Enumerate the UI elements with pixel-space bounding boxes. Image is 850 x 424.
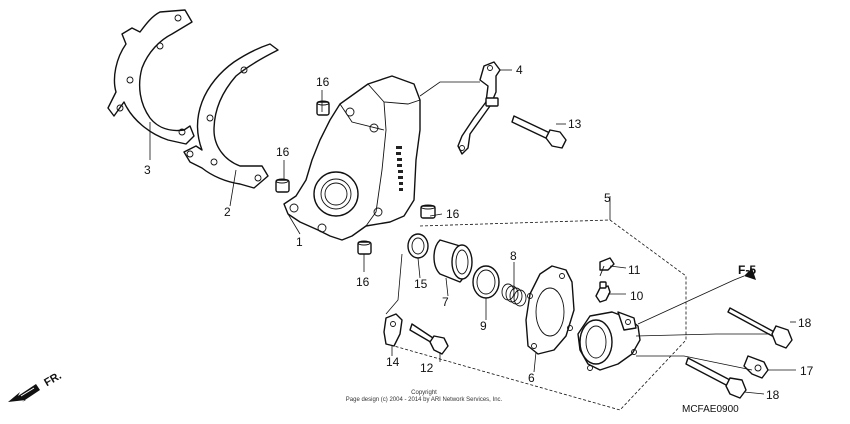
callout-15: 15 (414, 277, 428, 291)
callout-17: 17 (800, 364, 814, 378)
callout-16-upper: 16 (316, 75, 330, 89)
callout-1: 1 (296, 235, 303, 249)
clip-part-14[interactable] (383, 313, 403, 347)
bracket-part-4[interactable] (457, 61, 501, 155)
reference-arrow-f5 (744, 268, 756, 280)
callout-14: 14 (386, 355, 400, 369)
bolt-part-12[interactable] (409, 323, 449, 355)
callout-10: 10 (630, 289, 644, 303)
cylinder-body-part-5[interactable] (577, 311, 641, 371)
gasket-part-2[interactable] (183, 43, 279, 189)
callout-16-right: 16 (446, 207, 460, 221)
bolt-part-13[interactable] (511, 115, 567, 149)
clip-part-11[interactable] (599, 257, 615, 277)
bolt-part-17[interactable] (743, 355, 769, 379)
bolt-part-18-lower[interactable] (685, 357, 747, 399)
callout-2: 2 (224, 205, 231, 219)
callout-18-upper: 18 (798, 316, 812, 330)
callout-6: 6 (528, 371, 535, 385)
callout-18-lower: 18 (766, 388, 780, 402)
reference-label-f5: F-5 (738, 263, 756, 277)
callout-16-lower: 16 (356, 275, 370, 289)
gasket-part-6[interactable] (525, 265, 575, 355)
callout-9: 9 (480, 319, 487, 333)
callout-16-left: 16 (276, 145, 290, 159)
diagram-code: MCFAE0900 (682, 404, 739, 415)
piston-part-7[interactable] (433, 239, 473, 283)
gasket-part-3[interactable] (107, 9, 195, 145)
callout-4: 4 (516, 63, 523, 77)
dowel-pin-16-left[interactable] (275, 178, 290, 193)
copyright-line-1: Copyright (411, 390, 437, 396)
piston-seal-part-9[interactable] (472, 265, 500, 299)
copyright-line-2: Page design (c) 2004 - 2014 by ARI Netwo… (346, 397, 503, 403)
callout-11: 11 (628, 263, 641, 277)
dowel-pin-16-right[interactable] (420, 204, 436, 219)
spring-part-8[interactable] (501, 283, 527, 307)
front-direction-label: FR. (42, 370, 63, 389)
callout-13: 13 (568, 117, 582, 131)
callout-3: 3 (144, 163, 151, 177)
callout-8: 8 (510, 249, 517, 263)
callout-5: 5 (604, 191, 611, 205)
dowel-pin-16-lower[interactable] (357, 240, 372, 255)
cover-part-1[interactable] (283, 75, 421, 241)
oil-seal-part-15[interactable] (407, 233, 429, 259)
front-direction-arrow-icon (8, 384, 40, 402)
bolt-part-18-upper[interactable] (727, 307, 793, 349)
callout-7: 7 (442, 295, 449, 309)
dowel-pin-16-upper[interactable] (316, 100, 330, 116)
bleeder-valve-part-10[interactable] (595, 281, 611, 303)
callout-12: 12 (420, 361, 434, 375)
